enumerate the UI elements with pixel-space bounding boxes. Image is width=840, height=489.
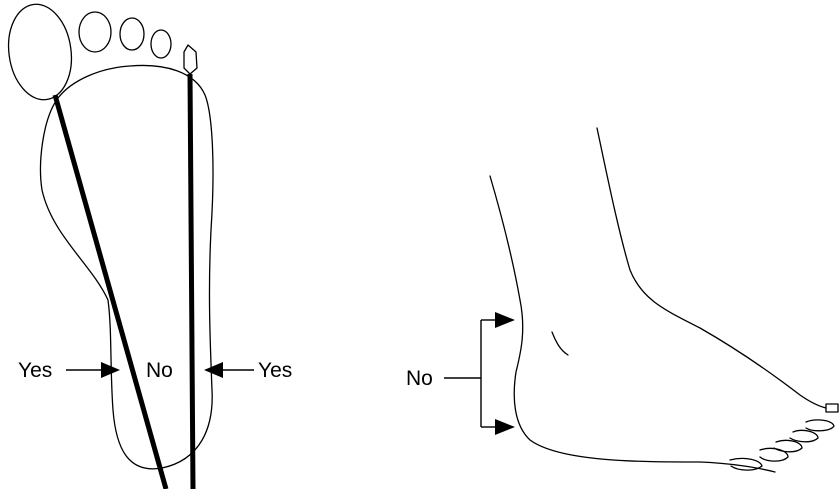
fifth-toe — [184, 45, 197, 74]
third-toe — [120, 18, 144, 50]
heel-outline — [490, 176, 775, 472]
fifth-toe-heel-line — [190, 74, 193, 489]
side-foot-view: No — [406, 128, 838, 472]
yes-label-left: Yes — [18, 359, 52, 382]
big-toe-heel-line — [55, 95, 166, 489]
no-arrow-bottom-head — [495, 419, 515, 435]
big-toe — [3, 0, 78, 104]
fourth-toe — [151, 30, 171, 58]
no-label-heel: No — [406, 367, 433, 390]
second-toe — [79, 12, 111, 52]
yes-label-right: Yes — [258, 359, 292, 382]
no-label-center: No — [146, 359, 173, 382]
toes-outline — [730, 404, 838, 470]
sole-outline — [41, 65, 213, 468]
no-arrow-top-head — [495, 312, 515, 328]
plantar-foot-view: Yes No Yes — [3, 0, 293, 489]
instep-outline — [597, 128, 826, 408]
ankle-bone — [552, 332, 568, 355]
